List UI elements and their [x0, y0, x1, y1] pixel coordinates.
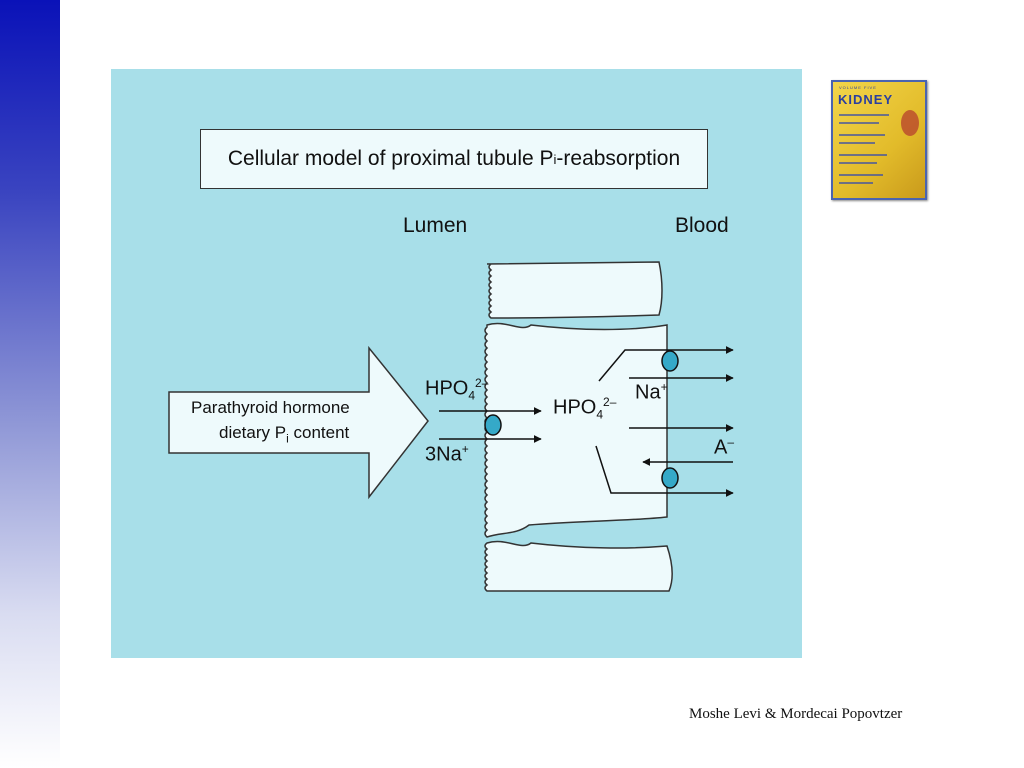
lumen-na-sup: + [461, 442, 469, 456]
blood-na-sup: + [660, 380, 668, 394]
book-text-line [839, 122, 879, 124]
lumen-hpo4-sup: 2– [475, 376, 489, 390]
book-text-line [839, 142, 875, 144]
regulation-arrow-shape [168, 345, 429, 500]
lumen-hpo4-main: HPO [425, 377, 469, 400]
book-text-line [839, 114, 889, 116]
book-text-line [839, 162, 877, 164]
cell-hpo4-label: HPO42– [553, 395, 616, 422]
side-gradient-bar [0, 0, 60, 768]
blood-anion-label: A– [714, 435, 734, 460]
title-sub: i [553, 151, 557, 167]
basolateral-transporter-lower [661, 467, 679, 489]
apical-cotransporter [484, 414, 502, 436]
blood-na-main: Na [635, 381, 661, 404]
lumen-na-label: 3Na+ [425, 442, 469, 467]
tubule-cell [484, 322, 668, 538]
arrow-text-line2-rest: content [288, 423, 350, 442]
upper-neighbor-cell [486, 261, 663, 319]
book-text-line [839, 134, 885, 136]
diagram-drawing [168, 261, 734, 592]
lumen-label: Lumen [403, 214, 468, 237]
blood-label: Blood [675, 214, 729, 237]
arrow-text-line2: dietary Pi content [219, 423, 349, 445]
cell-hpo4-main: HPO [553, 396, 597, 419]
cell-hpo4-sup: 2– [603, 395, 617, 409]
kidney-book-cover: VOLUME FIVE KIDNEY [831, 80, 927, 200]
book-text-line [839, 154, 887, 156]
cell-hpo4-sub: 4 [596, 407, 604, 422]
lumen-na-main: 3Na [425, 443, 462, 466]
title-rest: -reabsorption [556, 147, 681, 170]
lower-neighbor-cell [484, 540, 673, 592]
kidney-image [901, 110, 919, 136]
blood-na-label: Na+ [635, 380, 668, 405]
title-main: Cellular model of proximal tubule P [227, 147, 554, 170]
arrow-text-line2-sub: i [286, 431, 289, 446]
book-text-line [839, 174, 883, 176]
arrow-text-line2-main: dietary P [219, 423, 287, 442]
blood-anion-main: A [714, 436, 728, 459]
arrow-text-line1: Parathyroid hormone [191, 398, 350, 417]
blood-anion-sup: – [727, 435, 735, 449]
basolateral-lower-path [595, 445, 667, 494]
basolateral-upper-path [598, 349, 667, 382]
book-title: KIDNEY [838, 92, 894, 107]
lumen-hpo4-sub: 4 [468, 388, 476, 403]
book-top-text: VOLUME FIVE [839, 85, 877, 90]
lumen-hpo4-label: HPO42– [425, 376, 488, 403]
basolateral-transporter-upper [661, 350, 679, 372]
book-text-line [839, 182, 873, 184]
author-credit: Moshe Levi & Mordecai Popovtzer [689, 706, 903, 722]
